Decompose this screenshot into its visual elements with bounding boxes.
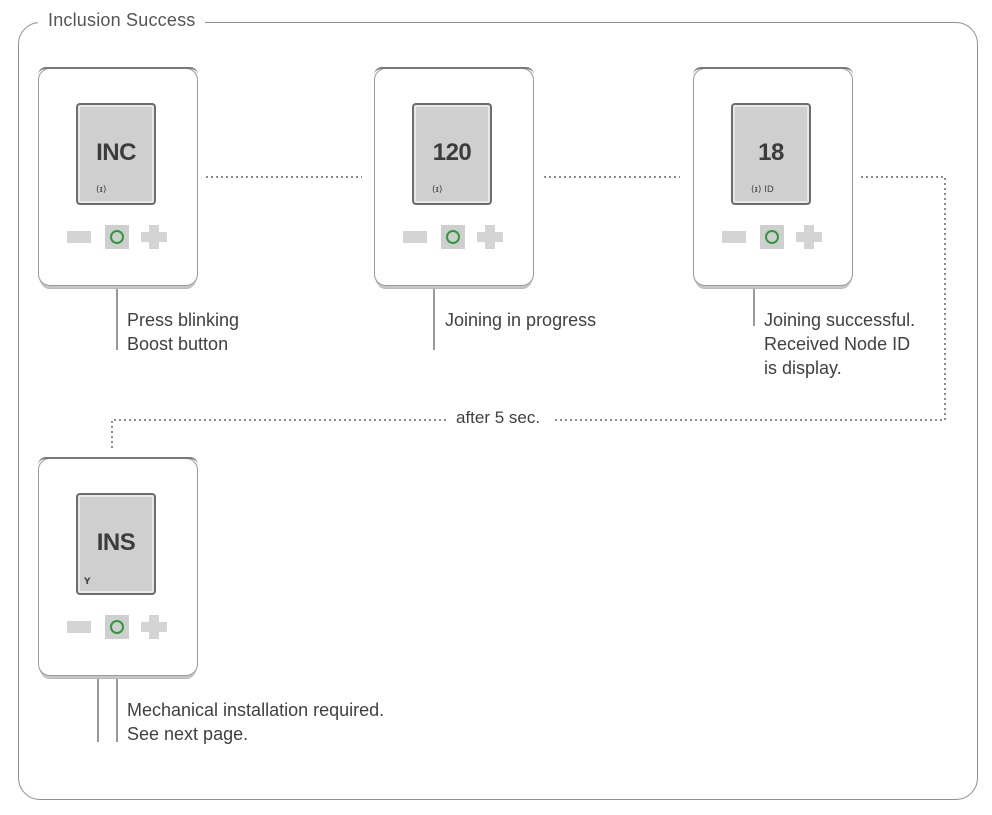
thermostat-device-3: 18 (ᵻ) ID bbox=[693, 67, 853, 286]
plus-button[interactable] bbox=[477, 225, 503, 249]
boost-ring-icon bbox=[446, 230, 460, 244]
section-title: Inclusion Success bbox=[38, 10, 206, 31]
radio-signal-icon: (ᵻ) bbox=[96, 185, 107, 195]
dotted-connector-3 bbox=[554, 176, 946, 421]
thermostat-device-2: 120 (ᵻ) bbox=[374, 67, 534, 286]
section-frame bbox=[18, 22, 978, 800]
minus-button[interactable] bbox=[67, 231, 91, 243]
caption-line: Press blinking bbox=[127, 310, 240, 330]
caption-line: Mechanical installation required. bbox=[127, 700, 385, 720]
caption-step-2: Joining in progress bbox=[445, 308, 596, 332]
boost-button[interactable] bbox=[105, 615, 129, 639]
screen-display-text: INS bbox=[96, 529, 136, 556]
caption-line: See next page. bbox=[127, 724, 249, 744]
minus-button[interactable] bbox=[722, 231, 746, 243]
boost-ring-icon bbox=[110, 620, 124, 634]
plus-button[interactable] bbox=[796, 225, 822, 249]
plus-button[interactable] bbox=[141, 225, 167, 249]
device-screen: 120 (ᵻ) bbox=[412, 103, 492, 205]
boost-button[interactable] bbox=[441, 225, 465, 249]
caption-step-3: Joining successful. Received Node ID is … bbox=[764, 308, 915, 380]
caption-line: is display. bbox=[764, 358, 842, 378]
thermostat-device-1: INC (ᵻ) bbox=[38, 67, 198, 286]
screen-display-text: 18 bbox=[758, 139, 784, 166]
boost-ring-icon bbox=[765, 230, 779, 244]
delay-label: after 5 sec. bbox=[450, 408, 547, 428]
boost-button[interactable] bbox=[760, 225, 784, 249]
radio-id-icon: (ᵻ) ID bbox=[751, 185, 774, 195]
screen-display-text: 120 bbox=[432, 139, 472, 166]
device-screen: INC (ᵻ) bbox=[76, 103, 156, 205]
radio-signal-icon: (ᵻ) bbox=[432, 185, 443, 195]
device-screen: 18 (ᵻ) ID bbox=[731, 103, 811, 205]
caption-line: Joining successful. bbox=[764, 310, 916, 330]
device-screen: INS Y bbox=[76, 493, 156, 595]
caption-step-1: Press blinking Boost button bbox=[127, 308, 239, 356]
plus-button[interactable] bbox=[141, 615, 167, 639]
minus-button[interactable] bbox=[403, 231, 427, 243]
boost-ring-icon bbox=[110, 230, 124, 244]
caption-line: Joining in progress bbox=[445, 310, 597, 330]
dotted-connector-4 bbox=[111, 419, 446, 450]
boost-button[interactable] bbox=[105, 225, 129, 249]
thermostat-device-4: INS Y bbox=[38, 457, 198, 676]
minus-button[interactable] bbox=[67, 621, 91, 633]
caption-line: Boost button bbox=[127, 334, 229, 354]
caption-step-4: Mechanical installation required. See ne… bbox=[127, 698, 384, 746]
screen-display-text: INC bbox=[96, 139, 136, 166]
wrench-icon: Y bbox=[84, 577, 91, 587]
caption-line: Received Node ID bbox=[764, 334, 911, 354]
